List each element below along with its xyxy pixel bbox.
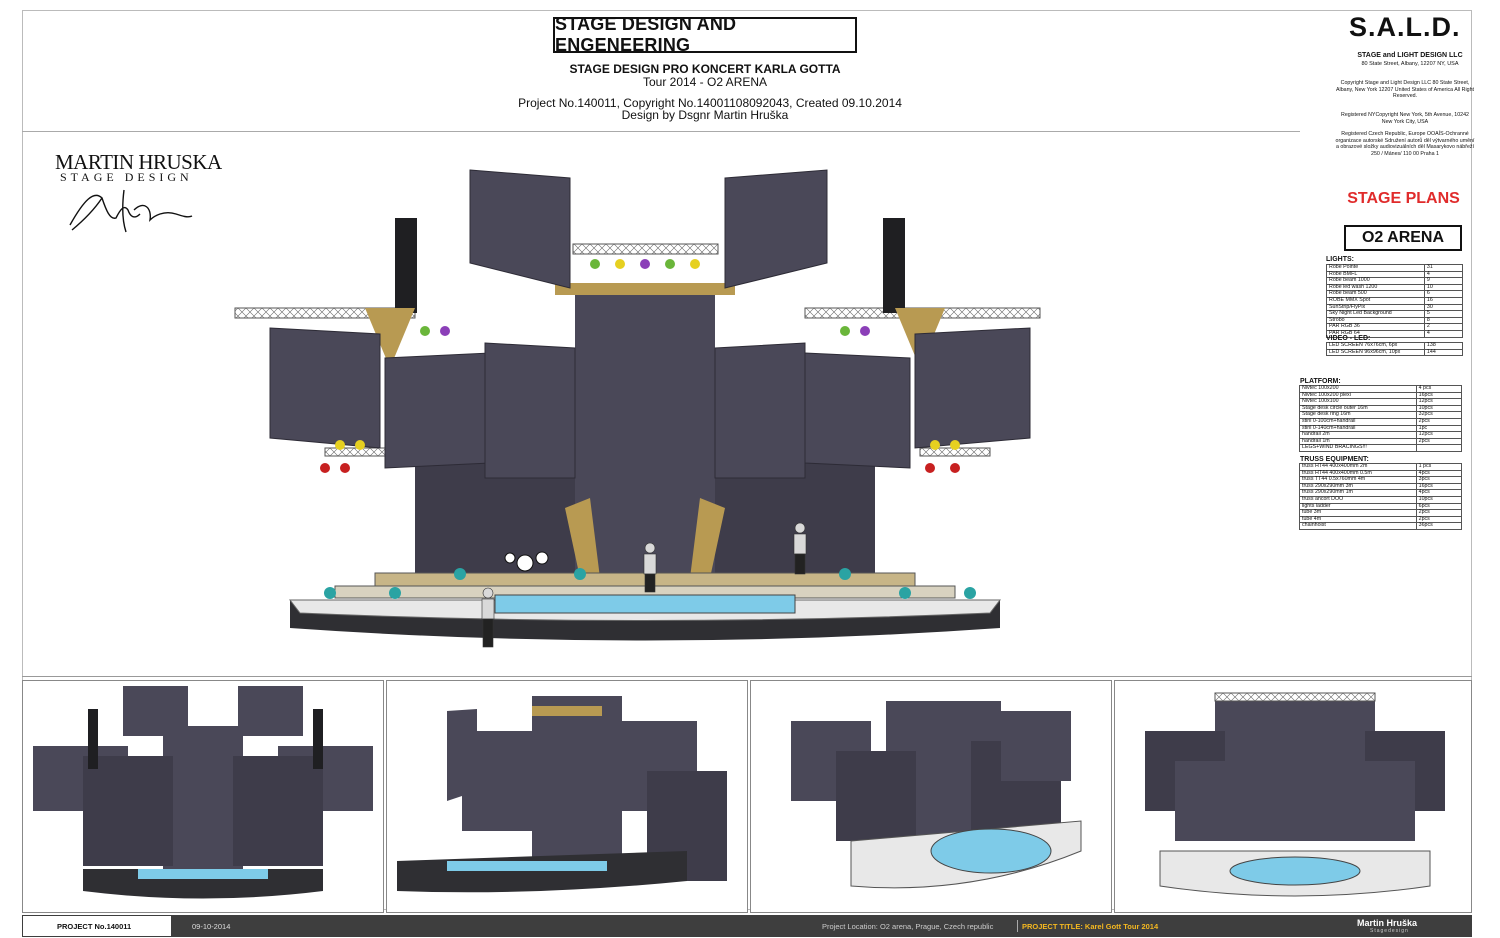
top-left-screen xyxy=(469,169,571,289)
view-panel-3 xyxy=(750,680,1112,913)
venue-box: O2 ARENA xyxy=(1344,225,1462,251)
sheet-title: STAGE DESIGN AND ENGENEERING xyxy=(553,14,857,55)
company-address: 80 State Street, Albany, 12207 NY, USA xyxy=(1361,61,1459,67)
stage-plans-label: STAGE PLANS xyxy=(1347,190,1460,207)
video-title: VIDEO - LED: xyxy=(1326,335,1371,342)
truss-title: TRUSS EQUIPMENT: xyxy=(1300,456,1369,463)
item-qty: 31 xyxy=(1423,264,1464,272)
top-truss xyxy=(572,243,719,255)
center-tower xyxy=(575,293,715,593)
designer-line: Design by Dsgnr Martin Hruška xyxy=(621,108,789,122)
performer-figures xyxy=(481,522,807,648)
platform-title: PLATFORM: xyxy=(1300,378,1341,385)
left-gold-fin xyxy=(565,498,600,578)
signature-icon xyxy=(69,189,193,233)
logo-tagline: STAGE DESIGN xyxy=(60,170,193,184)
view-panel-2 xyxy=(386,680,748,913)
view-panel-1 xyxy=(22,680,384,913)
header-rule xyxy=(22,131,1300,132)
item-qty: 5 xyxy=(1423,310,1464,318)
item-qty: 30 xyxy=(1423,303,1464,312)
item-qty: 144 xyxy=(1423,348,1464,357)
item-qty: 36pcs xyxy=(1415,522,1463,530)
item-qty: 4 xyxy=(1423,270,1464,279)
copyright-text-1: Copyright Stage and Light Design LLC 80 … xyxy=(1336,80,1474,99)
left-speaker-array xyxy=(395,218,417,313)
logo-name: MARTIN HRUSKA xyxy=(55,150,222,174)
item-name: chainhoist xyxy=(1299,522,1417,530)
drum-kit xyxy=(504,551,549,572)
tour-line: Tour 2014 - O2 ARENA xyxy=(642,75,768,89)
footer-brand-sub: Stagedesign xyxy=(1370,928,1409,934)
item-name: LEGS+WIND BRACINGS!!! xyxy=(1299,444,1417,452)
sheet-subtitle: STAGE DESIGN PRO KONCERT KARLA GOTTA xyxy=(569,62,841,76)
main-stage-render xyxy=(234,169,1041,648)
views-rule xyxy=(22,676,1472,677)
footer-brand: Martin Hruška xyxy=(1357,918,1418,928)
footer-date: 09-10-2014 xyxy=(192,921,231,931)
water-floor xyxy=(494,594,796,614)
item-qty: 10 xyxy=(1423,283,1464,292)
view-panel-4 xyxy=(1114,680,1472,913)
right-speaker-array xyxy=(883,218,905,313)
table-row: LEGS+WIND BRACINGS!!! xyxy=(1299,444,1463,452)
item-qty xyxy=(1415,444,1463,452)
project-line: Project No.140011, Copyright No.14001108… xyxy=(518,96,902,110)
footer-location: Project Location: O2 arena, Prague, Czec… xyxy=(822,922,994,931)
company-full-name: STAGE and LIGHT DESIGN LLC xyxy=(1357,52,1463,59)
copyright-text-2: Registered NYCopyright New York, 5th Ave… xyxy=(1341,112,1469,125)
left-gold-accent xyxy=(365,308,415,368)
center-gold-header xyxy=(555,283,735,295)
lights-title: LIGHTS: xyxy=(1326,256,1354,263)
company-logo: S.A.L.D. xyxy=(1349,12,1461,42)
item-name: LED SCREEN 96x96cm, 10px xyxy=(1326,348,1425,357)
footer-project-title: PROJECT TITLE: Karel Gott Tour 2014 xyxy=(1022,922,1159,931)
copyright-text-3: Registered Czech Republic, Europe OOAÍS-… xyxy=(1335,131,1475,157)
top-right-screen xyxy=(724,169,828,289)
item-qty: 8 xyxy=(1423,316,1464,325)
light-row xyxy=(320,259,960,473)
footer-bar: PROJECT No.140011 09-10-2014 Project Loc… xyxy=(22,915,1472,937)
item-qty: 2pcs xyxy=(1415,437,1463,446)
footer-separator xyxy=(1017,920,1018,932)
item-qty: 2 xyxy=(1423,323,1464,331)
footer-project-number: PROJECT No.140011 xyxy=(22,915,172,937)
right-gold-fin xyxy=(690,498,725,578)
moving-heads xyxy=(324,568,976,599)
item-qty: 4 xyxy=(1423,329,1464,338)
